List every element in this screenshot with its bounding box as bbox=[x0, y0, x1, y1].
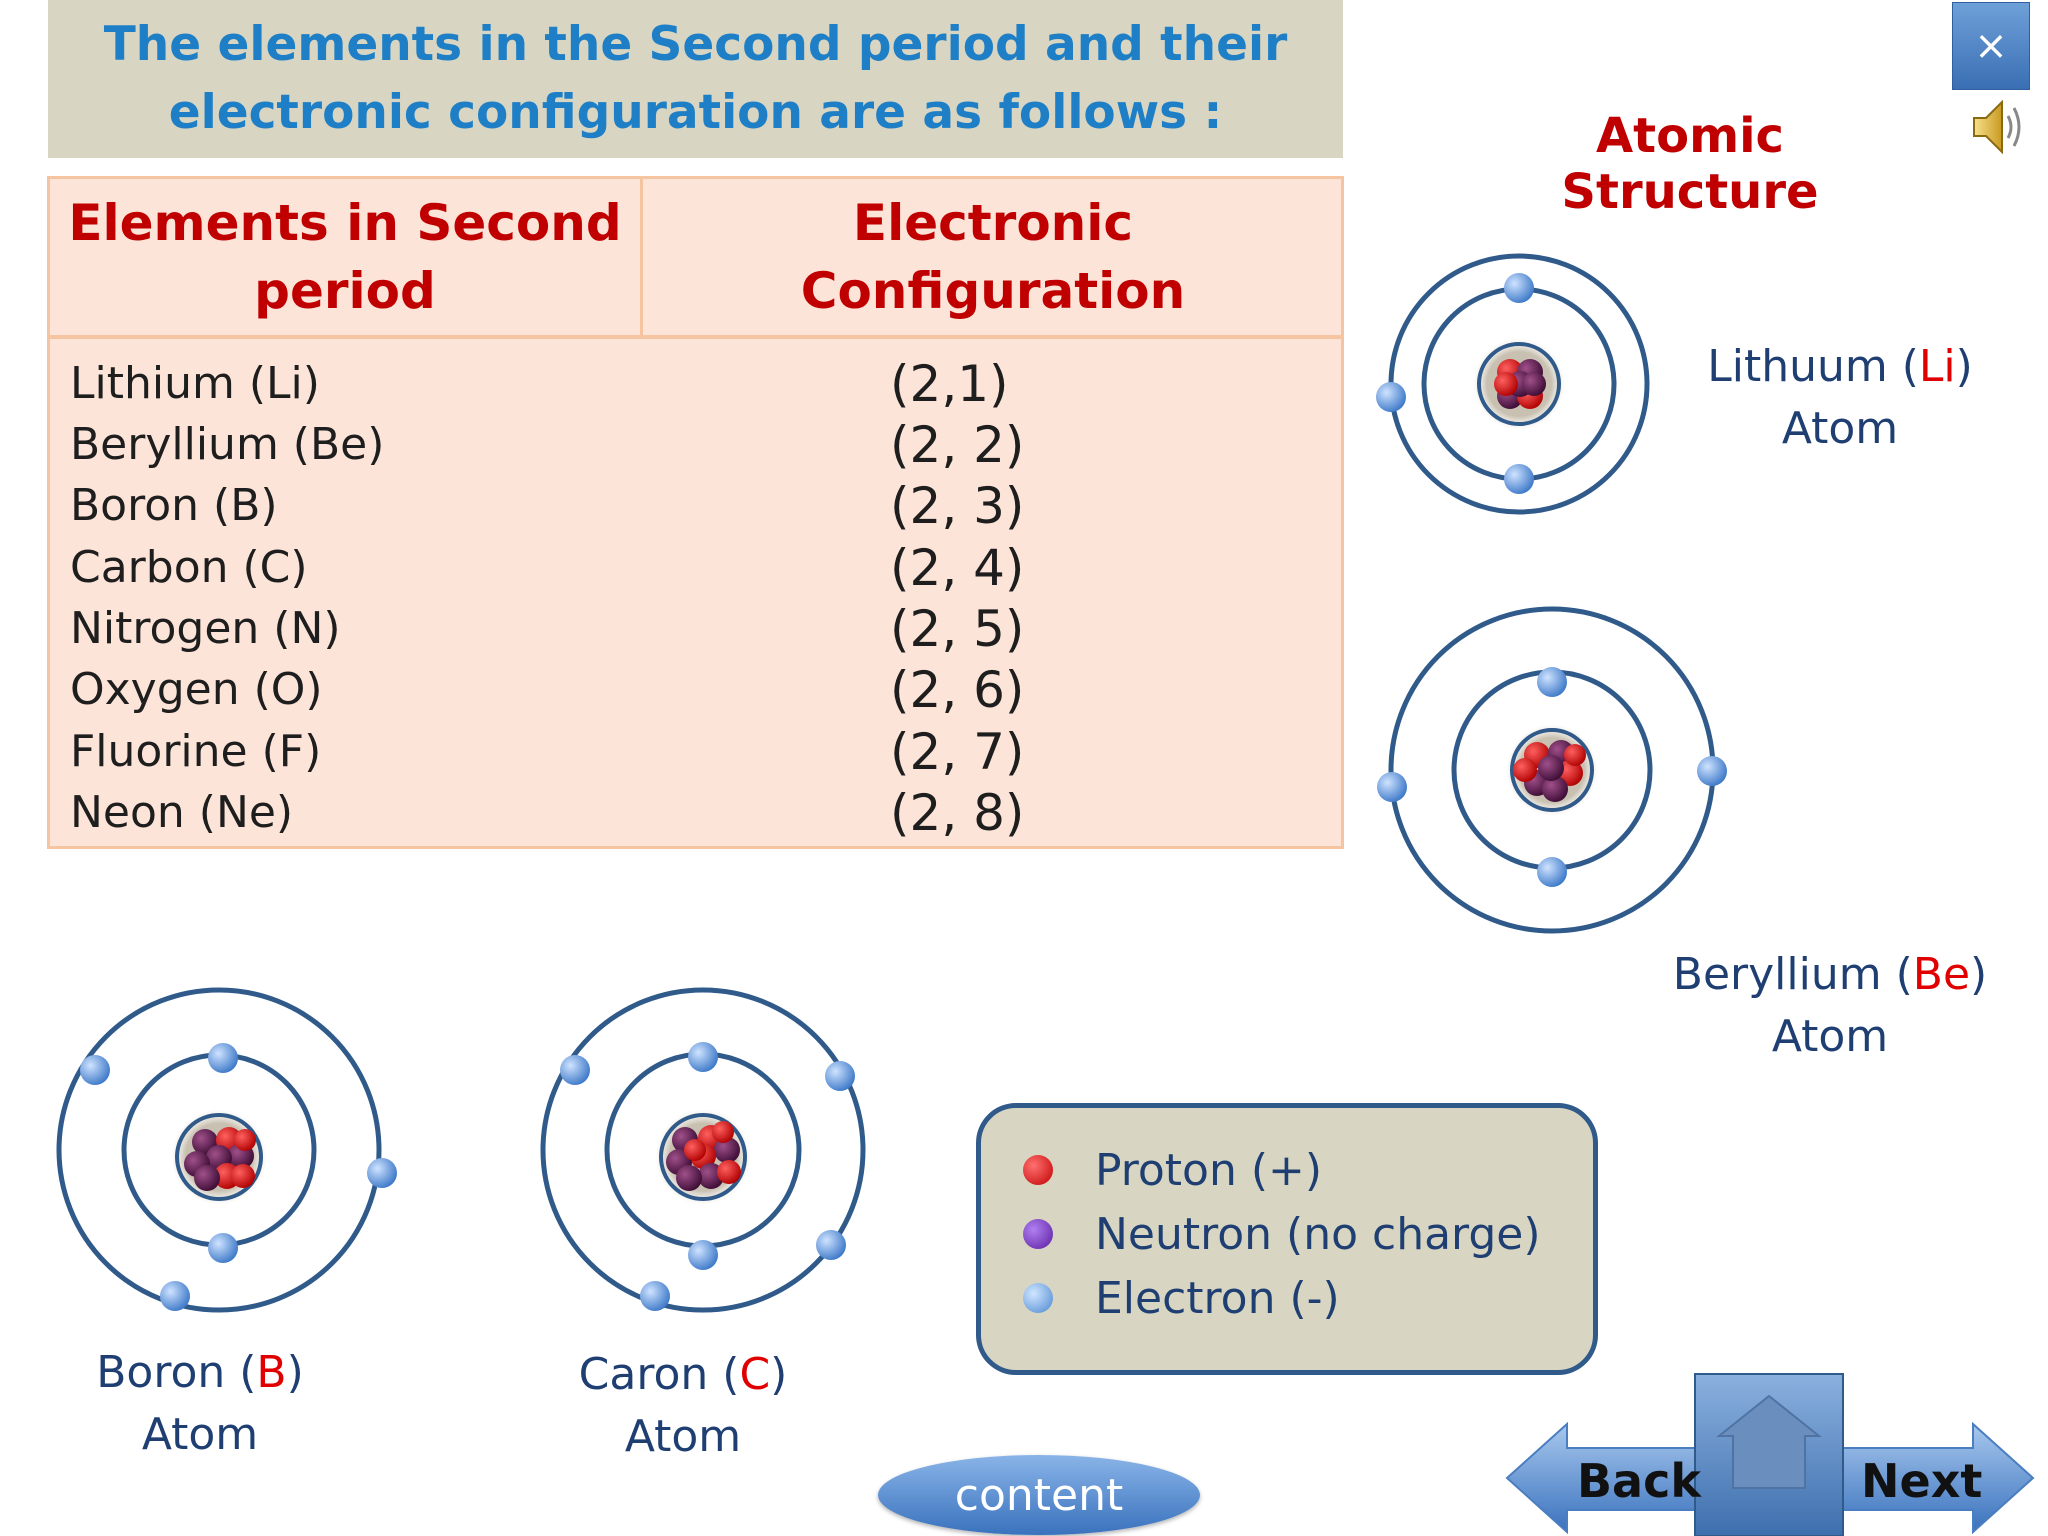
carbon-atom-diagram bbox=[540, 987, 866, 1313]
lithium-name-close: ) bbox=[1955, 341, 1973, 392]
lithium-atom-label: Lithuum (Li) Atom bbox=[1690, 336, 1990, 460]
legend-label-proton: Proton (+) bbox=[1095, 1144, 1323, 1196]
boron-atom-label: Boron (B) Atom bbox=[60, 1342, 340, 1466]
carbon-atom-label: Caron (C) Atom bbox=[543, 1344, 823, 1468]
close-button[interactable]: × bbox=[1952, 2, 2030, 90]
home-icon bbox=[1716, 1394, 1822, 1489]
table-row-config: (2, 4) bbox=[890, 539, 1025, 597]
speaker-icon[interactable] bbox=[1968, 92, 2030, 162]
boron-atom-diagram bbox=[56, 987, 397, 1313]
table-row-element: Oxygen (O) bbox=[70, 664, 323, 715]
boron-symbol: B bbox=[256, 1347, 287, 1398]
column-header-elements-line1: Elements in Second bbox=[68, 194, 622, 252]
title-line-1: The elements in the Second period and th… bbox=[103, 17, 1288, 72]
table-row-config: (2, 8) bbox=[890, 784, 1025, 842]
beryllium-name: Beryllium ( bbox=[1672, 949, 1913, 1000]
boron-name: Boron ( bbox=[96, 1347, 257, 1398]
carbon-name: Caron ( bbox=[578, 1349, 740, 1400]
carbon-name-close: ) bbox=[770, 1349, 788, 1400]
particle-legend: Proton (+) Neutron (no charge) Electron … bbox=[976, 1103, 1598, 1375]
neutron-icon bbox=[1023, 1219, 1053, 1249]
table-row-element: Lithium (Li) bbox=[70, 358, 320, 409]
navigation-bar: Back Next bbox=[1505, 1370, 2035, 1536]
table-row-element: Boron (B) bbox=[70, 480, 278, 531]
content-button-label: content bbox=[954, 1469, 1124, 1521]
column-header-configuration-line1: Electronic bbox=[852, 194, 1134, 252]
legend-item-neutron: Neutron (no charge) bbox=[1023, 1202, 1541, 1266]
lithium-symbol: Li bbox=[1918, 341, 1956, 392]
table-row-config: (2, 5) bbox=[890, 600, 1025, 658]
electron-icon bbox=[1023, 1283, 1053, 1313]
table-row-element: Neon (Ne) bbox=[70, 787, 294, 838]
lithium-atom-word: Atom bbox=[1781, 403, 1899, 454]
table-row-config: (2, 2) bbox=[890, 416, 1025, 474]
beryllium-atom-label: Beryllium (Be) Atom bbox=[1660, 944, 2000, 1068]
table-row-element: Beryllium (Be) bbox=[70, 419, 385, 470]
title-line-2: electronic configuration are as follows … bbox=[168, 85, 1223, 140]
column-header-configuration-line2: Configuration bbox=[800, 262, 1186, 320]
legend-item-electron: Electron (-) bbox=[1023, 1266, 1340, 1330]
beryllium-atom-diagram bbox=[1377, 606, 1727, 934]
content-button[interactable]: content bbox=[878, 1455, 1200, 1535]
atomic-structure-title: Atomic Structure bbox=[1561, 108, 1819, 220]
table-row-element: Fluorine (F) bbox=[70, 726, 322, 777]
beryllium-name-close: ) bbox=[1970, 949, 1988, 1000]
beryllium-symbol: Be bbox=[1912, 949, 1971, 1000]
header-divider bbox=[50, 335, 1341, 339]
lithium-name: Lithuum ( bbox=[1707, 341, 1919, 392]
carbon-atom-word: Atom bbox=[624, 1411, 742, 1462]
boron-name-close: ) bbox=[286, 1347, 304, 1398]
lithium-atom-diagram bbox=[1376, 253, 1650, 515]
boron-atom-word: Atom bbox=[141, 1409, 259, 1460]
table-row-element: Carbon (C) bbox=[70, 542, 308, 593]
table-row-config: (2, 6) bbox=[890, 661, 1025, 719]
carbon-symbol: C bbox=[739, 1349, 771, 1400]
column-header-elements: Elements in Second period bbox=[50, 179, 643, 335]
table-row-config: (2, 3) bbox=[890, 477, 1025, 535]
legend-label-neutron: Neutron (no charge) bbox=[1095, 1208, 1541, 1260]
table-row-element: Nitrogen (N) bbox=[70, 603, 341, 654]
close-icon: × bbox=[1974, 23, 2008, 69]
table-row-config: (2,1) bbox=[890, 355, 1009, 413]
title-banner: The elements in the Second period and th… bbox=[48, 0, 1343, 158]
beryllium-atom-word: Atom bbox=[1771, 1011, 1889, 1062]
table-row-config: (2, 7) bbox=[890, 723, 1025, 781]
legend-label-electron: Electron (-) bbox=[1095, 1272, 1340, 1324]
proton-icon bbox=[1023, 1155, 1053, 1185]
legend-item-proton: Proton (+) bbox=[1023, 1138, 1322, 1202]
back-button[interactable]: Back bbox=[1577, 1454, 1701, 1508]
navigation-arrows bbox=[1505, 1373, 2035, 1536]
column-header-elements-line2: period bbox=[254, 262, 436, 320]
next-button[interactable]: Next bbox=[1861, 1454, 1983, 1508]
